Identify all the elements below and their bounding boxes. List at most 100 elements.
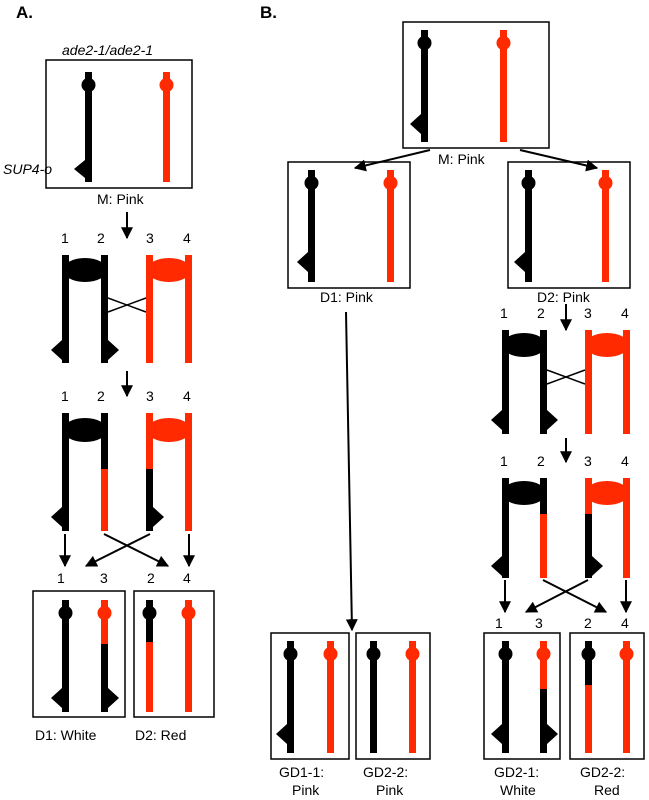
- chromatid: [540, 330, 547, 434]
- centromere: [63, 258, 107, 282]
- chromatid-number-2: 2: [97, 388, 105, 404]
- centromere: [63, 418, 107, 442]
- chromatid-number-4: 4: [621, 305, 629, 321]
- sup4-o-marker: [491, 724, 502, 744]
- panel-b-daughter-d1: [287, 161, 411, 289]
- black-chromosome: [502, 641, 509, 753]
- gd2-2-pink-label-line2: Pink: [376, 782, 404, 798]
- crossover-line: [107, 297, 147, 313]
- panel-b-mother-cell: [402, 21, 550, 149]
- chromatid: [585, 330, 592, 434]
- black-chromosome: [287, 641, 294, 753]
- centromere: [97, 606, 112, 620]
- sup4-o-marker: [153, 507, 164, 527]
- black-chromosome: [308, 170, 315, 282]
- sup4-o-marker: [74, 160, 85, 178]
- chromatid: [146, 413, 153, 469]
- chromatid-number-1: 1: [500, 453, 508, 469]
- red-chromosome: [500, 30, 507, 142]
- panel-b-bivalent-crossover: [491, 330, 630, 434]
- chromatid-number-4: 4: [183, 230, 191, 246]
- centromere: [496, 36, 511, 50]
- chromatid: [146, 255, 153, 363]
- cell-box: [45, 59, 193, 189]
- sup4-o-marker: [51, 340, 62, 360]
- arrow: [353, 149, 431, 172]
- chromatid-red-segment: [540, 514, 547, 578]
- b-mother-label: M: Pink: [438, 151, 486, 167]
- panel-b-granddaughter-gd2-1: [483, 632, 561, 760]
- gd1-1-label-line2: Pink: [292, 782, 320, 798]
- centromere: [81, 78, 96, 92]
- cell-box: [133, 590, 215, 718]
- panel-b-granddaughter-gd2-2-pink: [355, 632, 431, 760]
- cell-box: [507, 161, 631, 289]
- centromere: [383, 176, 398, 190]
- panel-a-daughter-d1: [32, 590, 126, 718]
- b-d2-label: D2: Pink: [537, 289, 591, 305]
- chromatid-number-3: 3: [584, 305, 592, 321]
- arrow: [103, 533, 170, 567]
- red-chromosome: [623, 641, 630, 753]
- chromatid-number-3: 3: [584, 453, 592, 469]
- chromatid-number-2: 2: [537, 305, 545, 321]
- gd2-2-red-label-line2: Red: [594, 782, 620, 798]
- black-segment: [146, 600, 153, 642]
- chromatid: [101, 413, 108, 469]
- sup4-o-marker: [491, 410, 502, 430]
- chromatid-black-segment: [585, 514, 592, 578]
- centromere: [536, 647, 551, 661]
- centromere: [581, 647, 596, 661]
- centromere: [58, 606, 73, 620]
- centromere: [181, 606, 196, 620]
- panel-b-bivalent-recombined: [491, 478, 630, 578]
- centromere: [585, 481, 629, 505]
- chromatid: [623, 478, 630, 578]
- black-chromosome: [370, 641, 377, 753]
- sup4-o-marker: [297, 252, 308, 272]
- centromere: [521, 176, 536, 190]
- sup4-o-marker: [547, 410, 558, 430]
- centromere: [147, 258, 191, 282]
- centromere: [323, 647, 338, 661]
- chromatid: [101, 255, 108, 363]
- cell-box: [287, 161, 411, 289]
- gd2-1-label-line1: GD2-1:: [494, 764, 539, 780]
- centromere: [502, 333, 546, 357]
- sup4-o-marker: [547, 724, 558, 744]
- sup4-o-marker: [276, 724, 287, 744]
- centromere: [283, 647, 298, 661]
- sup4-o-marker: [108, 340, 119, 360]
- red-chromosome: [185, 600, 192, 712]
- red-segment: [146, 642, 153, 712]
- panel-a-bivalent-crossover: [51, 255, 192, 363]
- panel-a-mother-cell: [45, 59, 193, 189]
- centromere: [502, 481, 546, 505]
- panel-b-title: B.: [260, 3, 277, 22]
- sup4-o-marker: [410, 114, 421, 134]
- panel-a-daughter-d2: [133, 590, 215, 718]
- centromere: [498, 647, 513, 661]
- a-mother-label: M: Pink: [97, 191, 145, 207]
- centromere: [417, 36, 432, 50]
- daughter-number-3: 3: [100, 570, 108, 586]
- centromere: [585, 333, 629, 357]
- chromatid: [185, 413, 192, 531]
- daughter-number-4: 4: [621, 615, 629, 631]
- chromatid-number-1: 1: [500, 305, 508, 321]
- black-segment: [101, 644, 108, 712]
- black-segment: [540, 689, 547, 753]
- centromere: [598, 176, 613, 190]
- centromere: [619, 647, 634, 661]
- red-segment: [540, 641, 547, 689]
- red-chromosome: [387, 170, 394, 282]
- sup4-o-marker: [51, 507, 62, 527]
- b-d1-label: D1: Pink: [320, 289, 374, 305]
- crossover-line: [546, 369, 586, 385]
- chromatid-number-4: 4: [183, 388, 191, 404]
- chromatid: [62, 413, 69, 531]
- cell-box: [402, 21, 550, 149]
- sup4-o-marker: [592, 556, 603, 576]
- genotype-label: ade2-1/ade2-1: [62, 42, 153, 58]
